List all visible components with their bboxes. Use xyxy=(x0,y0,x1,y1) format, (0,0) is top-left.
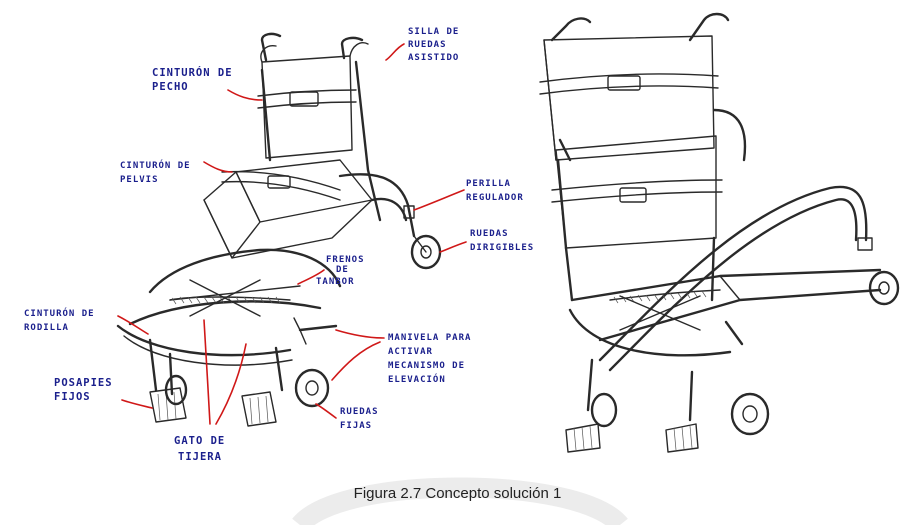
label-gato-2: TIJERA xyxy=(178,451,222,463)
label-posapies-2: FIJOS xyxy=(54,391,91,403)
label-ruedas-fijas-2: FIJAS xyxy=(340,421,372,431)
label-perilla-1: PERILLA xyxy=(466,179,511,189)
label-ruedas-fijas-1: RUEDAS xyxy=(340,407,379,417)
label-rodilla-2: RODILLA xyxy=(24,323,69,333)
leader-posapies xyxy=(121,399,153,409)
label-silla-3: ASISTIDO xyxy=(408,53,459,63)
label-silla-2: RUEDAS xyxy=(408,40,447,50)
leader-manivela xyxy=(335,329,385,339)
label-frenos-3: TANBOR xyxy=(316,277,355,287)
figure-caption: Figura 2.7 Concepto solución 1 xyxy=(353,485,562,502)
label-posapies-1: POSAPIES xyxy=(54,377,113,389)
left-sketch-wheelchair xyxy=(116,32,442,427)
leader-pecho xyxy=(227,89,263,101)
label-perilla-2: REGULADOR xyxy=(466,193,524,203)
label-ruedas-dirigibles-2: DIRIGIBLES xyxy=(470,243,534,253)
label-manivela-4: ELEVACIÓN xyxy=(388,373,446,385)
leader-pelvis xyxy=(203,161,233,173)
annotations: SILLA DE RUEDAS ASISTIDO CINTURÓN DE PEC… xyxy=(24,27,534,463)
leader-perilla xyxy=(413,189,465,211)
label-manivela-3: MECANISMO DE xyxy=(388,361,465,371)
right-sketch-standing xyxy=(539,12,900,453)
leader-gato-2 xyxy=(215,343,247,425)
leader-elevacion xyxy=(331,341,381,381)
label-manivela-2: ACTIVAR xyxy=(388,347,433,357)
label-pecho-1: CINTURÓN DE xyxy=(152,66,233,79)
watermark-seal xyxy=(292,477,628,525)
label-silla-1: SILLA DE xyxy=(408,27,459,37)
leader-ruedas-fijas xyxy=(315,403,337,419)
label-pelvis-1: CINTURÓN DE xyxy=(120,159,191,171)
label-manivela-1: MANIVELA PARA xyxy=(388,333,471,343)
leader-ruedas-dirigibles xyxy=(439,241,467,253)
label-frenos-1: FRENOS xyxy=(326,255,365,265)
label-frenos-2: DE xyxy=(336,265,349,275)
label-pelvis-2: PELVIS xyxy=(120,175,159,185)
leader-rodilla xyxy=(117,315,149,335)
label-pecho-2: PECHO xyxy=(152,81,189,93)
leader-gato xyxy=(203,319,211,425)
label-gato-1: GATO DE xyxy=(174,435,225,447)
label-rodilla-1: CINTURÓN DE xyxy=(24,307,95,319)
label-ruedas-dirigibles-1: RUEDAS xyxy=(470,229,509,239)
leader-frenos xyxy=(297,269,325,285)
leader-lines xyxy=(117,43,467,425)
leader-silla xyxy=(385,43,405,61)
